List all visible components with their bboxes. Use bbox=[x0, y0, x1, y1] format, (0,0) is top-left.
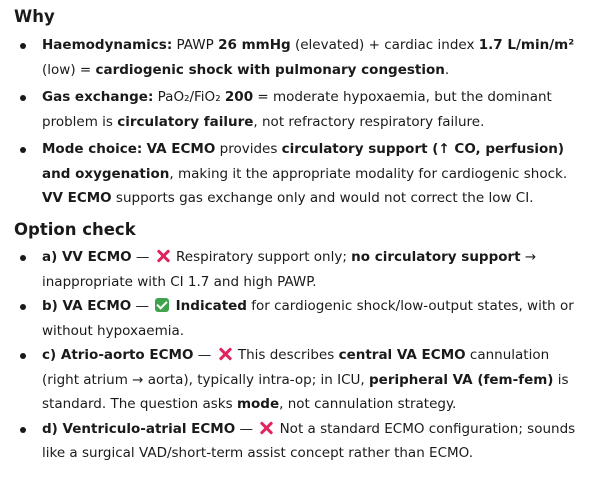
list-item: b) VA ECMO — Indicated for cardiogenic s… bbox=[0, 294, 594, 343]
bullet-icon bbox=[20, 304, 26, 310]
list-item: c) Atrio-aorto ECMO — This describes cen… bbox=[0, 343, 594, 417]
options-list: a) VV ECMO — Respiratory support only; n… bbox=[0, 245, 594, 466]
check-mark-icon bbox=[155, 298, 170, 312]
list-item: Mode choice: VA ECMO provides circulator… bbox=[0, 137, 594, 211]
cross-mark-icon bbox=[156, 249, 170, 263]
bullet-icon bbox=[20, 95, 26, 101]
list-item: d) Ventriculo-atrial ECMO — Not a standa… bbox=[0, 417, 594, 466]
bullet-icon bbox=[20, 43, 26, 49]
list-item: a) VV ECMO — Respiratory support only; n… bbox=[0, 245, 594, 294]
bullet-icon bbox=[20, 353, 26, 359]
cross-mark-icon bbox=[259, 421, 273, 435]
bullet-icon bbox=[20, 147, 26, 153]
bullet-icon bbox=[20, 426, 26, 433]
why-heading: Why bbox=[14, 7, 55, 26]
why-list: Haemodynamics: PAWP 26 mmHg (elevated) +… bbox=[0, 33, 594, 211]
option-check-heading: Option check bbox=[14, 220, 136, 239]
list-item: Gas exchange: PaO₂/FiO₂ 200 = moderate h… bbox=[0, 85, 594, 134]
cross-mark-icon bbox=[218, 347, 232, 361]
bullet-icon bbox=[20, 255, 26, 261]
list-item: Haemodynamics: PAWP 26 mmHg (elevated) +… bbox=[0, 33, 594, 82]
